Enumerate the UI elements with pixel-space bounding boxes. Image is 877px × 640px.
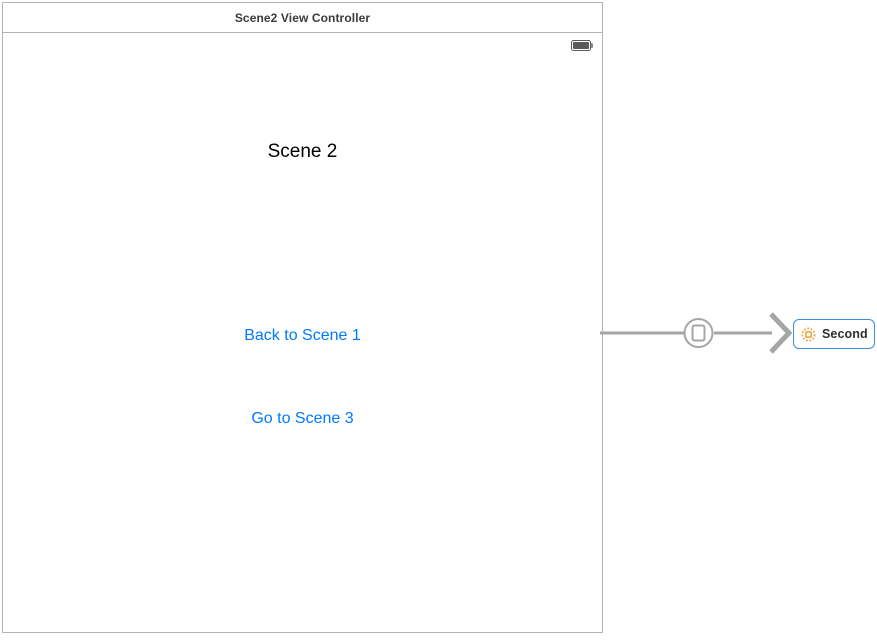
destination-scene-label: Second — [822, 327, 868, 341]
destination-scene-badge[interactable]: Second — [793, 319, 875, 349]
segue-connector[interactable] — [600, 300, 800, 370]
scene-title-label: Scene2 View Controller — [234, 10, 371, 25]
segue-show-icon-glyph — [691, 324, 706, 342]
back-to-scene-1-button[interactable]: Back to Scene 1 — [244, 327, 361, 344]
scene-heading-label: Scene 2 — [267, 141, 338, 162]
battery-fill — [572, 41, 590, 50]
tab-bar-item-icon — [801, 327, 816, 341]
device-canvas[interactable]: Scene 2 Back to Scene 1 Go to Scene 3 — [2, 32, 603, 633]
scene-view-controller[interactable]: Scene2 View Controller Scene 2 Back to S… — [2, 2, 603, 633]
scene-titlebar[interactable]: Scene2 View Controller — [2, 2, 603, 33]
go-to-scene-3-button[interactable]: Go to Scene 3 — [251, 410, 354, 427]
battery-cap — [591, 43, 594, 48]
arrow-right-icon — [769, 312, 793, 354]
status-bar — [3, 33, 602, 53]
battery-full-icon — [571, 40, 594, 51]
